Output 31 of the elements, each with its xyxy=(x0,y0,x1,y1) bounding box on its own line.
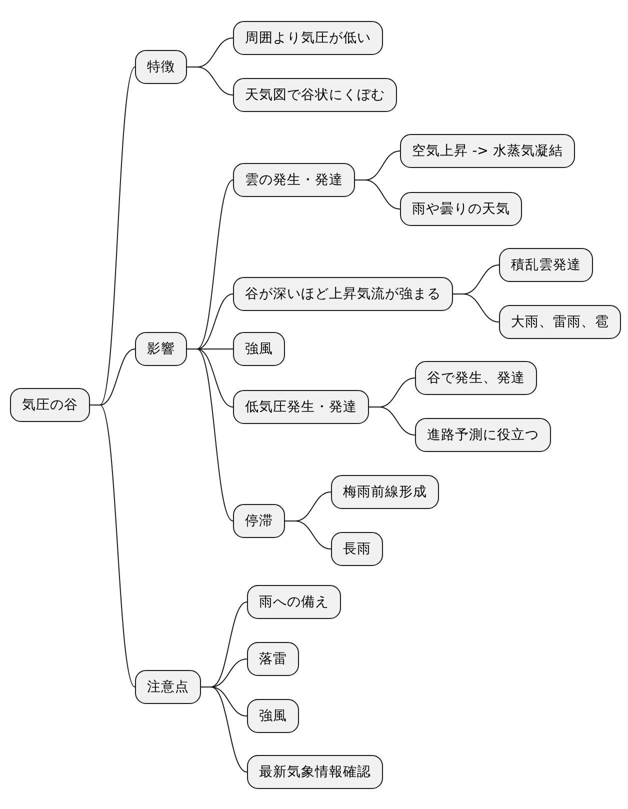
topic-box: 落雷 xyxy=(247,642,299,676)
topic-box: 雨への備え xyxy=(247,585,341,619)
connector-line xyxy=(90,404,136,688)
topic-box: 強風 xyxy=(233,332,285,366)
topic-box: 気圧の谷 xyxy=(10,388,90,422)
topic-box: 周囲より気圧が低い xyxy=(233,21,383,55)
connector-line xyxy=(200,686,248,772)
topic-box: 進路予測に役立つ xyxy=(415,418,551,452)
topic-box: 特徴 xyxy=(135,50,187,84)
topic-box: 空気上昇 -> 水蒸気凝結 xyxy=(400,134,575,168)
topic-box: 天気図で谷状にくぼむ xyxy=(233,78,397,112)
topic-box: 停滞 xyxy=(233,504,285,538)
topic-box: 雲の発生・発達 xyxy=(233,163,355,197)
connector-line xyxy=(186,348,234,522)
topic-box: 雨や曇りの天気 xyxy=(400,192,522,226)
topic-box: 積乱雲発達 xyxy=(499,248,593,282)
topic-box: 谷が深いほど上昇気流が強まる xyxy=(233,277,453,311)
connector-line xyxy=(186,66,234,96)
connector-line xyxy=(368,406,416,436)
topic-box: 長雨 xyxy=(331,532,383,566)
topic-box: 注意点 xyxy=(135,670,201,704)
topic-box: 最新気象情報確認 xyxy=(247,755,383,789)
topic-box: 低気圧発生・発達 xyxy=(233,390,369,424)
topic-box: 影響 xyxy=(135,332,187,366)
topic-box: 大雨、雷雨、雹 xyxy=(499,305,621,339)
connector-line xyxy=(452,294,500,322)
connector-line xyxy=(354,180,400,210)
topic-box: 谷で発生、発達 xyxy=(415,361,537,395)
topic-box: 強風 xyxy=(247,699,299,733)
topic-box: 梅雨前線形成 xyxy=(331,475,439,509)
connector-line xyxy=(284,520,332,550)
